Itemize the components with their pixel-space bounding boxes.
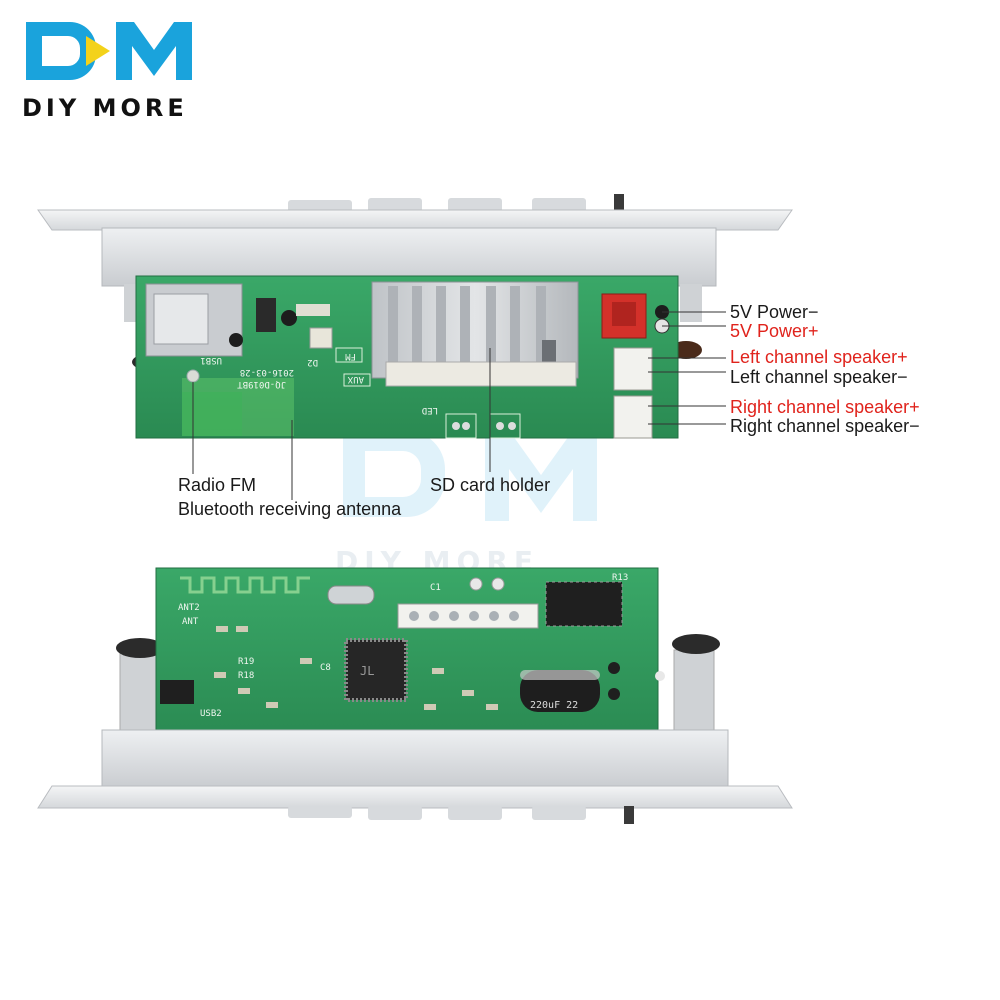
label-right-speaker-minus: Right channel speaker−	[730, 416, 920, 436]
silk-r19: R19	[238, 657, 254, 667]
silk-c1: C1	[430, 583, 441, 593]
silk-d2: D2	[307, 357, 318, 367]
bottom-silkscreen: ANT2 ANT R19 R18 C1 R13 C8 USB2	[178, 573, 628, 719]
silk-r13: R13	[612, 573, 628, 583]
silk-fm: FM	[345, 351, 356, 361]
callout-lines	[192, 311, 726, 500]
silk-r18: R18	[238, 671, 254, 681]
label-radio-fm: Radio FM	[178, 475, 257, 495]
watermark-logo	[335, 425, 635, 535]
silk-usb2: USB2	[200, 709, 222, 719]
bottom-front-bezel	[37, 785, 793, 809]
watermark-mark-icon	[343, 431, 597, 521]
top-panel-buttons	[288, 194, 624, 212]
logo-mark-icon	[26, 22, 192, 80]
power-connector	[601, 293, 647, 339]
top-front-bezel	[37, 209, 793, 231]
label-left-speaker-plus: Left channel speaker+	[730, 347, 908, 367]
label-right-speaker-plus: Right channel speaker+	[730, 397, 920, 417]
silk-model: JQ-D019BT	[237, 379, 286, 389]
right-speaker-connector	[613, 395, 653, 439]
brand-name: DIY MORE	[22, 94, 188, 122]
sd-card-holder	[371, 281, 579, 387]
label-bluetooth-antenna: Bluetooth receiving antenna	[178, 499, 402, 519]
electrolytic-capacitor	[520, 670, 600, 712]
brand-logo	[20, 18, 220, 88]
label-power-plus: 5V Power+	[730, 321, 819, 341]
antenna-trace	[180, 576, 310, 594]
silk-ant2: ANT2	[178, 603, 200, 613]
silk-aux: AUX	[347, 374, 364, 384]
label-sd-card-holder: SD card holder	[430, 475, 551, 495]
bottom-panel-body	[101, 729, 729, 789]
label-power-minus: 5V Power−	[730, 302, 819, 322]
silk-ant: ANT	[182, 617, 199, 627]
silk-usb1: USB1	[200, 355, 222, 365]
bottom-panel-buttons	[288, 806, 634, 824]
silk-cap: 220uF 22	[530, 700, 578, 711]
svg-text:JL: JL	[360, 664, 374, 678]
label-left-speaker-minus: Left channel speaker−	[730, 367, 908, 387]
main-chip	[344, 638, 408, 702]
left-speaker-connector	[613, 347, 653, 391]
top-silkscreen: USB1 2016-03-28 JQ-D019BT D2 FM AUX LED	[200, 351, 438, 415]
soic-chip	[545, 581, 623, 627]
silk-c8: C8	[320, 663, 331, 673]
silk-led: LED	[422, 405, 438, 415]
silk-date: 2016-03-28	[240, 367, 294, 377]
